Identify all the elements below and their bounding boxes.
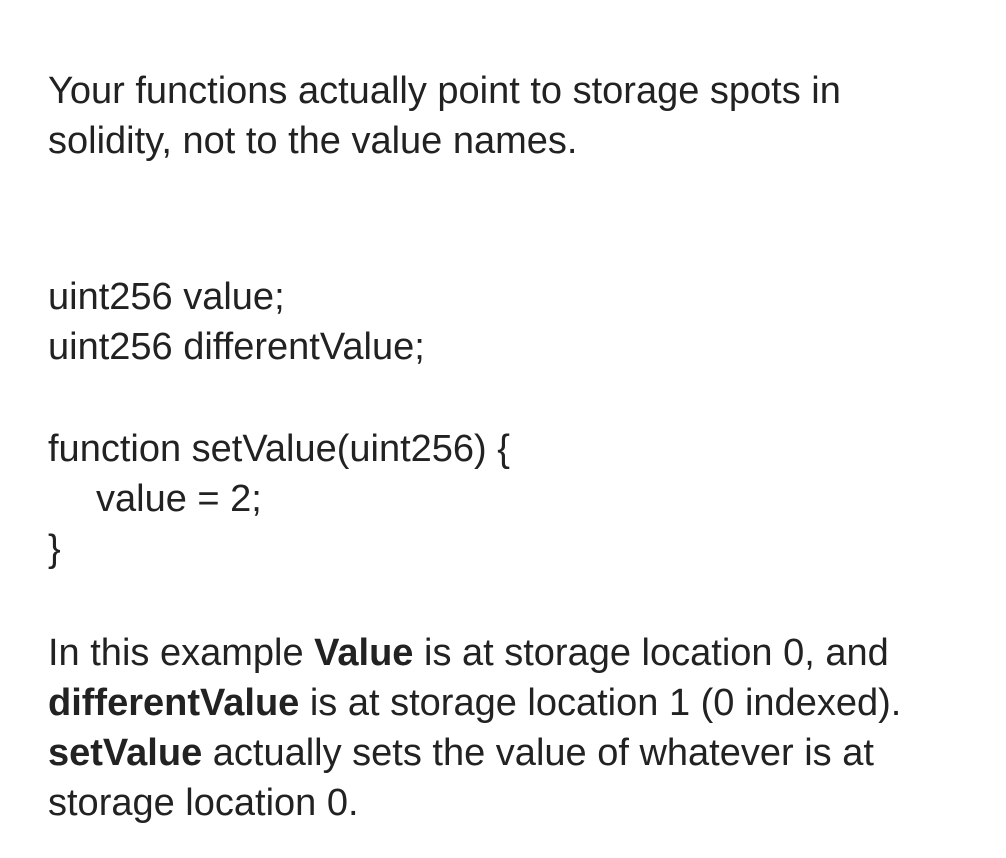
code-blank-line [48, 372, 968, 424]
explanation-text-3: is at storage location 1 (0 indexed). [299, 682, 902, 724]
explanation-bold-different-value: differentValue [48, 682, 300, 724]
code-line-function-body: value = 2; [96, 478, 262, 520]
code-snippet: uint256 value; uint256 differentValue; f… [48, 272, 968, 574]
explanation-text-2: is at storage location 0, and [413, 632, 889, 674]
code-line-value-declaration: uint256 value; [48, 276, 285, 318]
explanation-bold-set-value: setValue [48, 732, 203, 774]
explanation-text-1: In this example [48, 632, 315, 674]
explanation-bold-value: Value [314, 632, 414, 674]
code-line-different-value-declaration: uint256 differentValue; [48, 326, 425, 368]
explanation-paragraph: In this example Value is at storage loca… [48, 628, 948, 828]
code-line-closing-brace: } [48, 528, 61, 570]
explanation-text-4: actually sets the value of whatever is a… [48, 732, 874, 824]
intro-paragraph: Your functions actually point to storage… [48, 70, 841, 162]
code-line-function-signature: function setValue(uint256) { [48, 428, 510, 470]
